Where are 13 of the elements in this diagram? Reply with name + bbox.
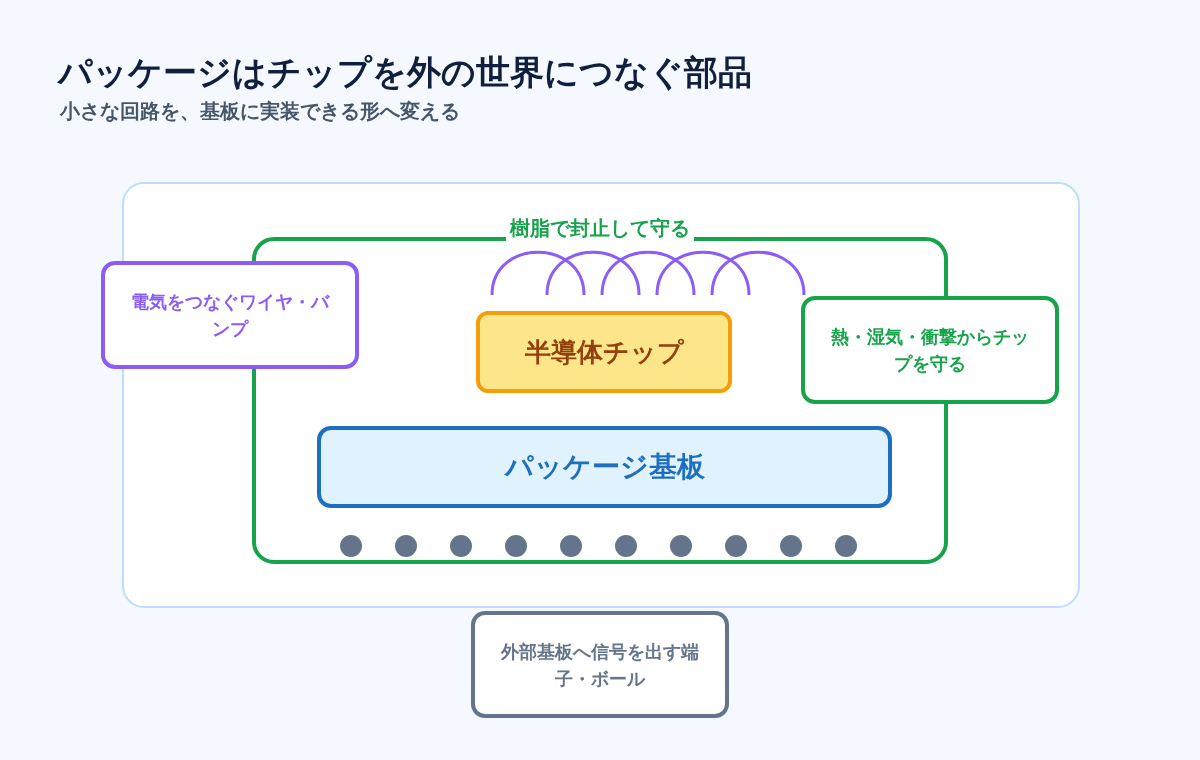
- callout-box: [801, 296, 1059, 404]
- substrate-box: [317, 426, 892, 508]
- box-label: 熱・湿気・衝撃からチップを守る: [830, 325, 1030, 376]
- box-label: 半導体チップ: [524, 335, 684, 369]
- chip-box: [476, 311, 732, 393]
- box-label: 外部基板へ信号を出す端子・ボール: [500, 639, 700, 691]
- box-label: パッケージ基板: [504, 449, 705, 485]
- box-heading: 樹脂で封止して守る: [506, 215, 694, 242]
- callout-box: [471, 611, 729, 718]
- subtitle: 小さな回路を、基板に実装できる形へ変える: [60, 98, 460, 125]
- title: パッケージはチップを外の世界につなぐ部品: [58, 51, 752, 94]
- callout-box: [101, 261, 359, 369]
- box-label: 電気をつなぐワイヤ・バンプ: [130, 290, 331, 341]
